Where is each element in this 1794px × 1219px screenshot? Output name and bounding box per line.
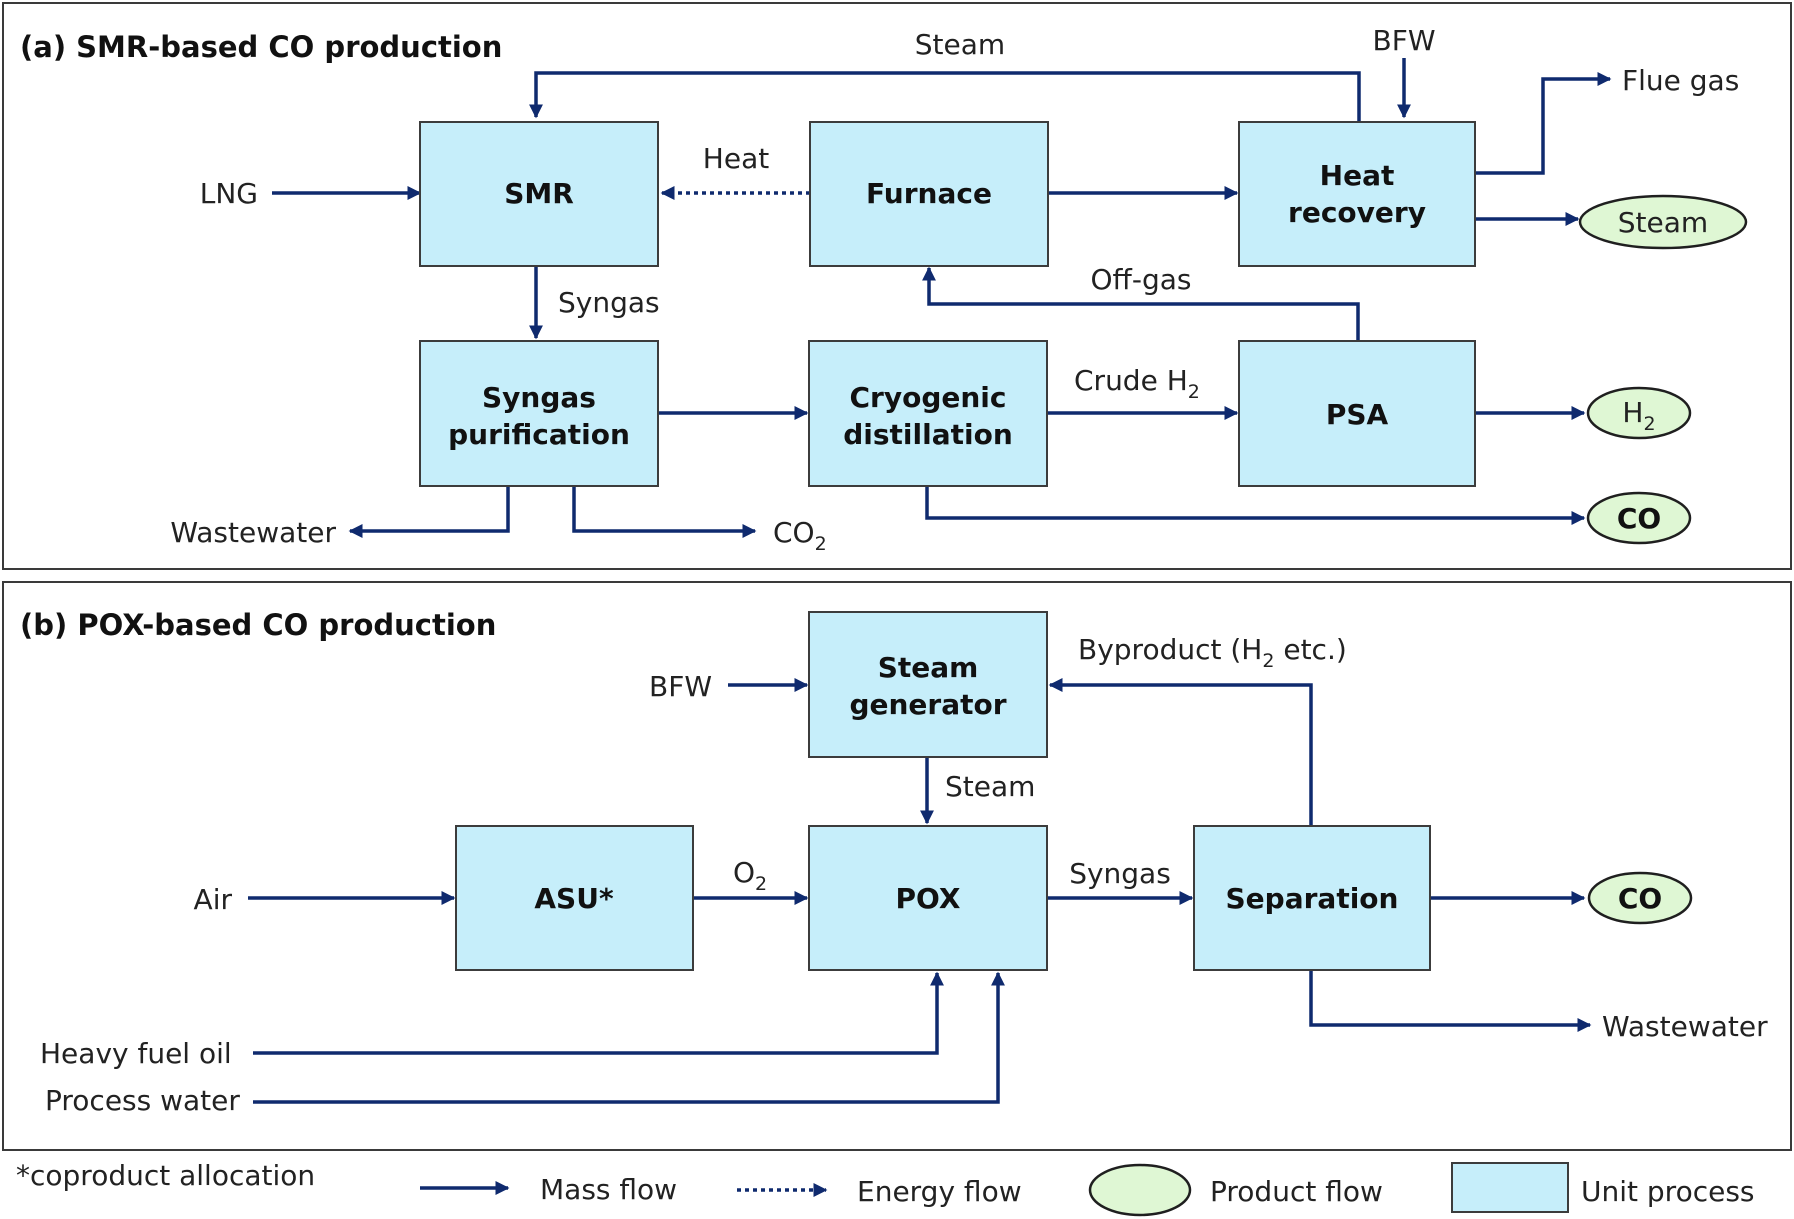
unit-syngas-purification-label-1: Syngas (482, 381, 596, 414)
unit-steam-generator: Steam generator (808, 611, 1048, 758)
unit-pox-label: POX (896, 882, 961, 915)
label-o2: O2 (733, 856, 767, 895)
panel-a-frame (2, 2, 1792, 570)
unit-psa: PSA (1238, 340, 1476, 487)
label-steam-recycle: Steam (915, 28, 1005, 61)
unit-syngas-purification-label-2: purification (448, 418, 630, 451)
flow-flue-gas (1475, 72, 1612, 175)
flow-steam-recycle (529, 71, 1361, 122)
flow-byproduct (1048, 678, 1313, 826)
legend: *coproduct allocation Mass flow Energy f… (16, 1159, 1755, 1217)
unit-syngas-purification: Syngas purification (419, 340, 659, 487)
legend-unit-process: Unit process (1451, 1162, 1755, 1213)
flow-co-product-a (925, 486, 1586, 525)
product-co-a: CO (1586, 491, 1692, 545)
legend-unit-box (1451, 1162, 1569, 1213)
legend-mass-flow: Mass flow (420, 1173, 677, 1206)
unit-heat-recovery-label-2: recovery (1288, 196, 1426, 229)
legend-note: *coproduct allocation (16, 1159, 315, 1192)
label-crude-h2: Crude H2 (1074, 364, 1200, 403)
label-steam-b: Steam (945, 770, 1035, 803)
label-lng: LNG (200, 177, 258, 210)
product-h2-label: H2 (1622, 396, 1655, 435)
label-flue-gas: Flue gas (1622, 64, 1739, 97)
product-co-b-label: CO (1618, 882, 1662, 915)
label-wastewater-a: Wastewater (170, 516, 336, 549)
unit-heat-recovery-label-1: Heat (1320, 159, 1395, 192)
panel-a-title: (a) SMR-based CO production (20, 30, 502, 64)
label-heavy-fuel-oil: Heavy fuel oil (40, 1037, 232, 1070)
label-syngas-a: Syngas (558, 286, 660, 319)
label-heat: Heat (703, 142, 769, 175)
legend-mass-flow-label: Mass flow (540, 1173, 677, 1206)
label-co2: CO2 (773, 516, 827, 555)
unit-steam-generator-label-2: generator (849, 688, 1006, 721)
label-off-gas: Off-gas (1091, 263, 1192, 296)
unit-separation-label: Separation (1226, 882, 1399, 915)
flow-off-gas (922, 266, 1360, 340)
unit-pox: POX (808, 825, 1048, 971)
product-h2: H2 (1586, 386, 1692, 440)
unit-cryogenic-distillation-label-2: distillation (843, 418, 1013, 451)
label-byproduct: Byproduct (H2 etc.) (1078, 633, 1347, 672)
unit-asu: ASU* (455, 825, 694, 971)
label-syngas-b: Syngas (1069, 857, 1171, 890)
flow-wastewater-b (1309, 970, 1592, 1032)
flow-co2 (572, 486, 757, 538)
label-wastewater-b: Wastewater (1602, 1010, 1768, 1043)
legend-energy-flow-label: Energy flow (857, 1175, 1022, 1208)
legend-product-flow-label: Product flow (1210, 1175, 1383, 1208)
panel-b-title: (b) POX-based CO production (20, 608, 496, 642)
panel-b-frame (2, 581, 1792, 1151)
label-air: Air (194, 883, 233, 916)
unit-heat-recovery: Heat recovery (1238, 121, 1476, 267)
unit-furnace-label: Furnace (866, 177, 992, 210)
flow-wastewater-a (348, 486, 510, 538)
panel-a-smr: (a) SMR-based CO production SMR Furnace … (2, 2, 1792, 570)
label-bfw-a: BFW (1373, 24, 1436, 57)
flow-heavy-fuel-oil (253, 971, 944, 1055)
unit-steam-generator-label-1: Steam (878, 651, 979, 684)
unit-psa-label: PSA (1326, 398, 1389, 431)
legend-energy-flow: Energy flow (737, 1175, 1022, 1208)
label-process-water: Process water (45, 1084, 240, 1117)
panel-b-pox: (b) POX-based CO production Steam genera… (2, 581, 1792, 1151)
product-steam-label: Steam (1618, 206, 1708, 239)
unit-furnace: Furnace (809, 121, 1049, 267)
unit-asu-label: ASU* (534, 882, 614, 915)
unit-cryogenic-distillation: Cryogenic distillation (808, 340, 1048, 487)
legend-product-flow: Product flow (1088, 1163, 1383, 1217)
label-bfw-b: BFW (649, 670, 712, 703)
product-steam: Steam (1578, 194, 1748, 250)
unit-separation: Separation (1193, 825, 1431, 971)
flow-process-water (253, 971, 1005, 1104)
unit-smr-label: SMR (504, 177, 574, 210)
legend-product-oval (1088, 1163, 1192, 1217)
unit-smr: SMR (419, 121, 659, 267)
product-co-b: CO (1587, 871, 1693, 925)
product-co-a-label: CO (1617, 502, 1661, 535)
unit-cryogenic-distillation-label-1: Cryogenic (849, 381, 1006, 414)
legend-unit-process-label: Unit process (1581, 1175, 1755, 1208)
